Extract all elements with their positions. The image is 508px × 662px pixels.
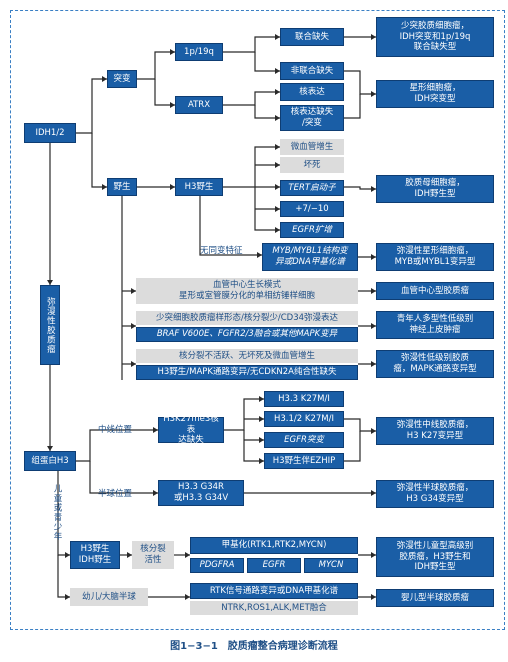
diffuse-glioma-node: 弥漫性胶质瘤	[40, 285, 60, 365]
nuclear-expr-node: 核表达	[280, 83, 344, 101]
hemisphere-label: 半球位置	[98, 489, 133, 499]
oligodendro-like-node: 少突细胞胶质瘤样形态/核分裂少/CD34弥漫表达	[136, 311, 358, 325]
idh-node: IDH1/2	[24, 123, 76, 143]
wildtype-node: 野生	[107, 178, 137, 196]
result-pltny: 青年人多型性低级别 神经上皮肿瘤	[376, 311, 494, 339]
result-angiocentric: 血管中心型胶质瘤	[376, 282, 494, 300]
diagram-frame	[10, 10, 505, 630]
infant-node: 幼儿/大脑半球	[70, 588, 148, 606]
egfr-node: EGFR	[247, 558, 301, 573]
h3wt-mapk-node: H3野生/MAPK通路变异/无CDKN2A纯合性缺失	[136, 365, 358, 380]
result-pediatric-hgg: 弥漫性儿童型高级别 胶质瘤，H3野生和 IDH野生型	[376, 537, 494, 577]
figure-caption: 图1−3−1 胶质瘤整合病理诊断流程	[170, 641, 338, 652]
nuclear-mitosis-node: 核分裂不活跃、无坏死及微血管增生	[136, 349, 358, 363]
mutant-node: 突变	[107, 70, 137, 88]
pdgfra-node: PDGFRA	[190, 558, 244, 573]
h31-k27m-node: H3.1/2 K27M/I	[264, 411, 344, 427]
histone-h3-node: 组蛋白H3	[24, 451, 76, 471]
h3-wildtype-node: H3野生	[175, 178, 223, 196]
tert-node: TERT启动子	[280, 180, 344, 196]
mitotic-active-node: 核分裂 活性	[132, 541, 174, 569]
necrosis-node: 坏死	[280, 157, 344, 173]
atrx-node: ATRX	[175, 96, 223, 114]
microvascular-node: 微血管增生	[280, 139, 344, 155]
nuclear-loss-node: 核表达缺失 /突变	[280, 105, 344, 131]
midline-label: 中线位置	[98, 425, 133, 435]
no-anomaly-label: 无同变特征	[200, 246, 243, 256]
egfr-amp-node: EGFR扩增	[280, 222, 344, 238]
egfr-mut-node: EGFR突变	[264, 432, 344, 448]
h3wt-ezhip-node: H3野生伴EZHIP	[264, 453, 344, 469]
result-oligodendroglioma: 少突胶质细胞瘤， IDH突变和1p/19q 联合缺失型	[376, 17, 494, 57]
chr7-10-node: +7/−10	[280, 201, 344, 217]
codel-node: 1p/19q	[175, 43, 223, 61]
h3k27-loss-node: H3K27me3核表 达缺失	[158, 414, 224, 445]
h33-g34-node: H3.3 G34R 或H3.3 G34V	[158, 480, 244, 506]
combined-loss-node: 联合缺失	[280, 28, 344, 46]
result-low-grade-mapk: 弥漫性低级别胶质 瘤，MAPK通路变异型	[376, 350, 494, 378]
result-glioblastoma: 胶质母细胞瘤， IDH野生型	[376, 175, 494, 203]
pediatric-label: 儿童或青少年	[52, 484, 62, 541]
methyl-rtk-node: 甲基化(RTK1,RTK2,MYCN)	[190, 537, 358, 554]
myb-node: MYB/MYBL1结构变 异或DNA甲基化谱	[262, 243, 358, 271]
non-combined-loss-node: 非联合缺失	[280, 62, 344, 80]
result-hemispheric-g34: 弥漫性半球胶质瘤， H3 G34变异型	[376, 480, 494, 508]
h33-k27m-node: H3.3 K27M/I	[264, 391, 344, 407]
rtk-signal-node: RTK信号通路变异或DNA甲基化谱	[190, 583, 358, 599]
result-midline-h3k27: 弥漫性中线胶质瘤， H3 K27变异型	[376, 417, 494, 445]
result-diffuse-astrocytoma-myb: 弥漫性星形细胞瘤， MYB或MYBL1变异型	[376, 243, 494, 271]
perivascular-node: 血管中心生长模式 星形或室管膜分化的单相纺锤样细胞	[136, 278, 358, 304]
braf-node: BRAF V600E、FGFR2/3融合或其他MAPK变异	[136, 327, 358, 342]
ntrk-node: NTRK,ROS1,ALK,MET融合	[190, 601, 358, 615]
h3-idh-wt-node: H3野生 IDH野生	[70, 541, 120, 569]
result-astrocytoma: 星形细胞瘤， IDH突变型	[376, 80, 494, 108]
mycn-node: MYCN	[304, 558, 358, 573]
result-infant-hemispheric: 婴儿型半球胶质瘤	[376, 589, 494, 607]
